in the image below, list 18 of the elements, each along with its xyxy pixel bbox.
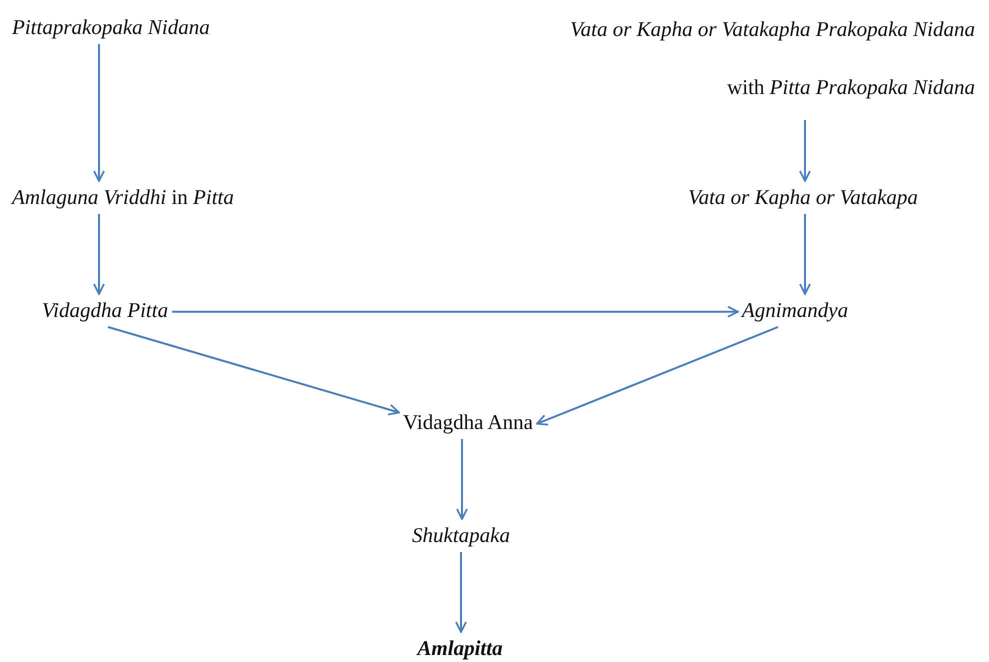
node-text: Vata or Kapha or Vatakapa — [688, 185, 918, 210]
node-text: Amlaguna Vriddhi in Pitta — [12, 185, 234, 210]
arrow — [93, 44, 105, 182]
node-text: Agnimandya — [742, 298, 848, 323]
arrow — [172, 306, 739, 318]
arrow — [108, 326, 400, 416]
node-text: Vidagdha Anna — [403, 410, 533, 435]
node-text: Amlapitta — [417, 636, 503, 661]
arrow — [536, 326, 778, 426]
arrow — [455, 552, 467, 633]
arrow — [799, 214, 811, 295]
node-text: Shuktapaka — [412, 523, 510, 548]
node-text: Vata or Kapha or Vatakapha Prakopaka Nidana with Pitta Prakopaka Nidana — [570, 0, 975, 116]
arrow — [93, 214, 105, 295]
node-text: Vidagdha Pitta — [42, 298, 168, 323]
arrow — [799, 120, 811, 182]
arrow — [456, 439, 468, 520]
node-text: Pittaprakopaka Nidana — [12, 15, 210, 40]
